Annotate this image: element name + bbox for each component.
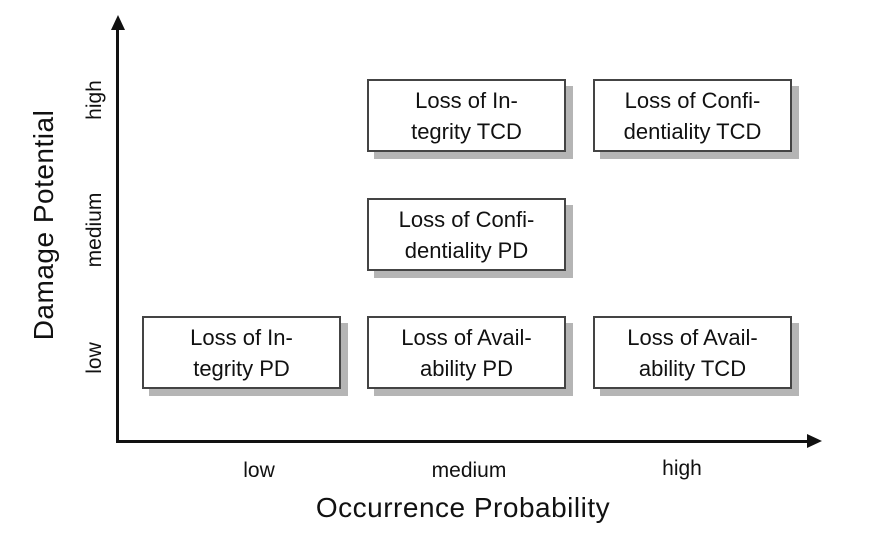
y-axis-line	[116, 26, 119, 443]
box-text-line: Loss of Avail-	[401, 324, 532, 350]
box-text-line: dentiality TCD	[623, 118, 762, 144]
box-text-line: dentiality PD	[404, 237, 529, 263]
box-text-line: Loss of In-	[190, 324, 293, 350]
x-tick-high: high	[662, 457, 702, 480]
box-text-line: Loss of Confi-	[398, 206, 535, 232]
box-text-line: ability PD	[420, 355, 513, 381]
box-text-line: tegrity PD	[193, 355, 290, 381]
box-text-line: Loss of Confi-	[624, 87, 761, 113]
y-tick-medium: medium	[83, 192, 106, 268]
x-axis-title: Occurrence Probability	[315, 492, 611, 523]
y-tick-high: high	[83, 80, 106, 120]
box-loss-of-confidentiality-pd: Loss of Confi- dentiality PD	[367, 198, 566, 271]
box-text-line: ability TCD	[638, 355, 747, 381]
x-axis-arrowhead-icon	[807, 434, 822, 448]
box-text-line: Loss of Avail-	[627, 324, 758, 350]
y-tick-low: low	[83, 342, 106, 374]
box-loss-of-availability-tcd: Loss of Avail- ability TCD	[593, 316, 792, 389]
box-text-line: Loss of In-	[415, 87, 518, 113]
y-axis-title: Damage Potential	[28, 109, 59, 341]
x-axis-line	[116, 440, 808, 443]
box-loss-of-availability-pd: Loss of Avail- ability PD	[367, 316, 566, 389]
box-loss-of-integrity-pd: Loss of In- tegrity PD	[142, 316, 341, 389]
x-tick-medium: medium	[431, 459, 507, 482]
box-loss-of-integrity-tcd: Loss of In- tegrity TCD	[367, 79, 566, 152]
x-tick-low: low	[243, 459, 275, 482]
y-axis-arrowhead-icon	[111, 15, 125, 30]
box-loss-of-confidentiality-tcd: Loss of Confi- dentiality TCD	[593, 79, 792, 152]
box-text-line: tegrity TCD	[411, 118, 522, 144]
